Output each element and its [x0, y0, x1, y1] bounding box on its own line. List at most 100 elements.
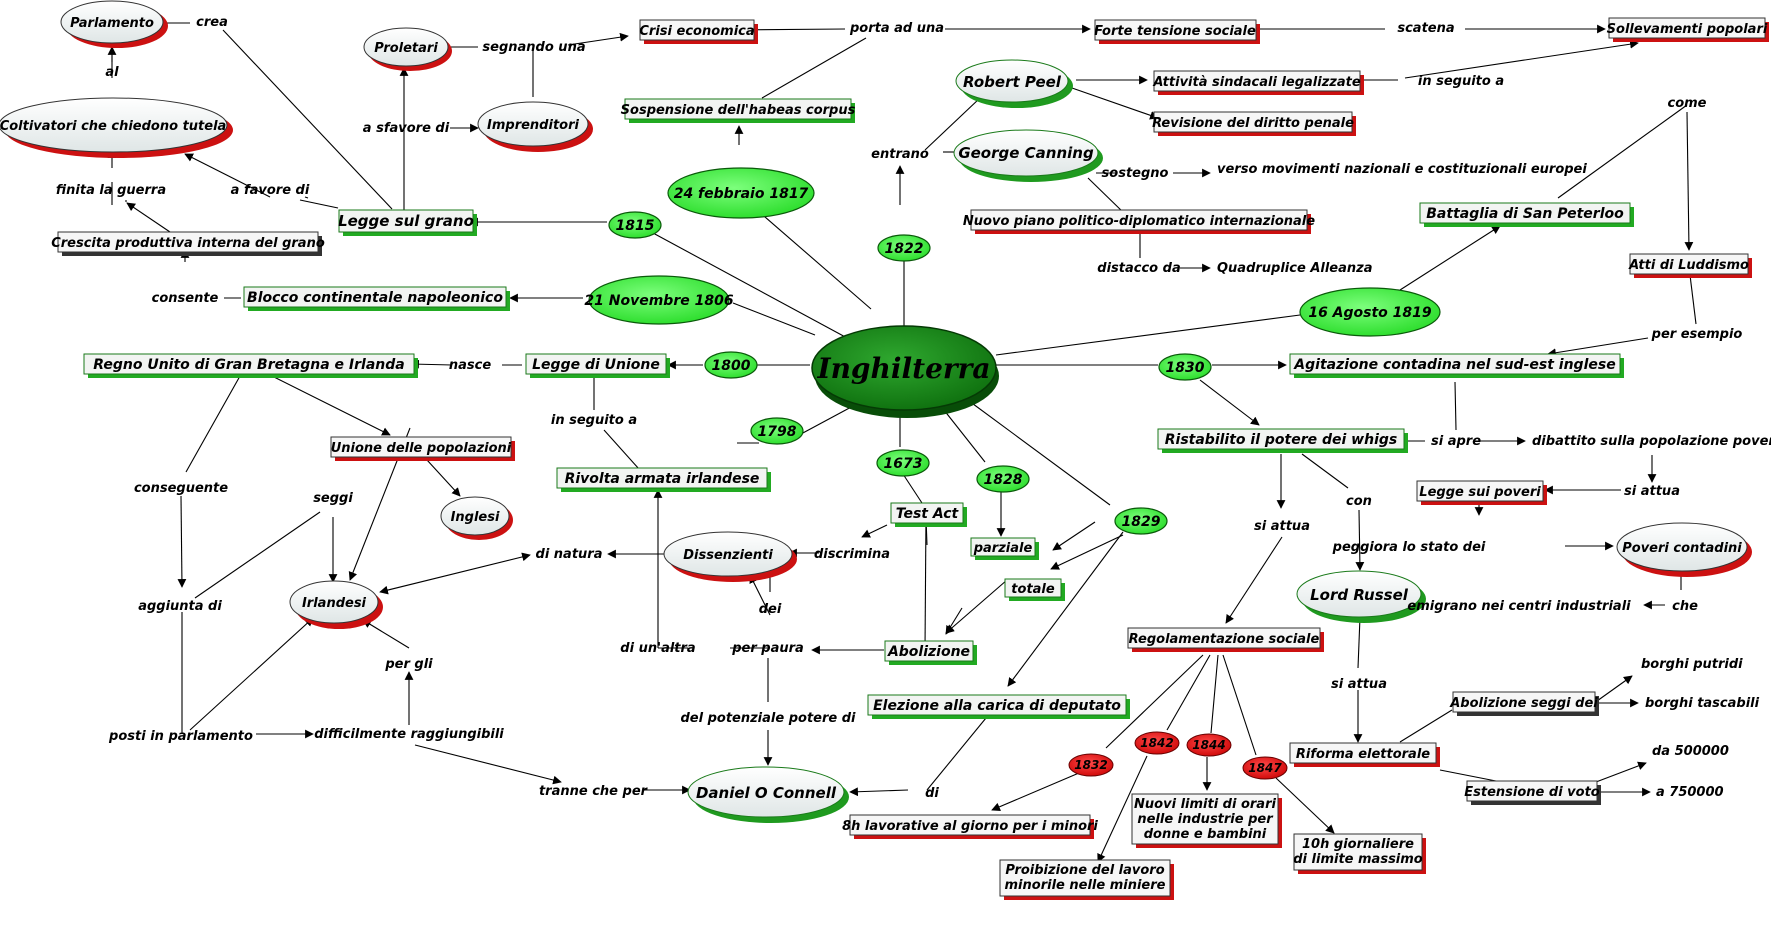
node-imprenditori[interactable]: Imprenditori — [477, 101, 593, 152]
node-8h-label: 8h lavorative al giorno per i minori — [842, 819, 1098, 834]
year-1828[interactable]: 1828 — [976, 465, 1030, 493]
node-proibizione-line2: minorile nelle miniere — [1005, 878, 1166, 893]
node-legge-poveri[interactable]: Legge sui poveri — [1416, 480, 1547, 505]
node-poveri-contadini[interactable]: Poveri contadini — [1616, 522, 1752, 577]
node-sospensione-label: Sospensione dell'habeas corpus — [621, 103, 856, 118]
year-1673[interactable]: 1673 — [876, 449, 930, 477]
node-parlamento[interactable]: Parlamento — [60, 0, 168, 48]
node-legge-grano-label: Legge sul grano — [338, 212, 474, 230]
node-elezione[interactable]: Elezione alla carica di deputato — [867, 694, 1130, 719]
label-al: al — [105, 65, 119, 80]
node-attivita-sindacali[interactable]: Attività sindacali legalizzate — [1152, 70, 1364, 95]
year-1822[interactable]: 1822 — [877, 234, 931, 262]
node-proibizione[interactable]: Proibizione del lavoro minorile nelle mi… — [999, 859, 1174, 900]
node-totale[interactable]: totale — [1004, 578, 1065, 601]
year-1800[interactable]: 1800 — [704, 351, 758, 379]
year-1844-label: 1844 — [1192, 738, 1225, 752]
node-ristabilito-label: Ristabilito il potere dei whigs — [1165, 432, 1397, 448]
node-test-act[interactable]: Test Act — [890, 502, 967, 527]
node-nuovo-piano[interactable]: Nuovo piano politico-diplomatico interna… — [963, 209, 1315, 234]
node-parziale[interactable]: parziale — [970, 537, 1039, 560]
node-crescita[interactable]: Crescita produttiva interna del grano — [51, 231, 325, 256]
node-abolizione[interactable]: Abolizione — [884, 640, 977, 665]
year-1847[interactable]: 1847 — [1242, 756, 1288, 780]
year-1830[interactable]: 1830 — [1158, 353, 1212, 381]
node-atti-luddismo[interactable]: Atti di Luddismo — [1628, 253, 1752, 278]
node-daniel[interactable]: Daniel O Connell — [687, 766, 849, 823]
year-1822-label: 1822 — [885, 241, 924, 257]
node-center[interactable]: Inghilterra — [811, 325, 999, 418]
label-peggiora: peggiora lo stato dei — [1332, 540, 1486, 555]
label-in-seguito-a-1: in seguito a — [1418, 74, 1504, 89]
node-legge-poveri-label: Legge sui poveri — [1419, 485, 1541, 500]
label-a-750000: a 750000 — [1656, 785, 1724, 800]
year-1798[interactable]: 1798 — [750, 417, 804, 445]
link-labels: crea al finita la guerra a favore di a s… — [56, 15, 1771, 801]
year-1800-label: 1800 — [712, 358, 751, 374]
year-1847-label: 1847 — [1248, 761, 1282, 775]
node-battaglia[interactable]: Battaglia di San Peterloo — [1419, 202, 1634, 227]
node-inglesi-label: Inglesi — [451, 510, 500, 525]
node-blocco[interactable]: Blocco continentale napoleonico — [243, 286, 510, 311]
node-totale-label: totale — [1011, 582, 1055, 597]
node-abolizione-seggi-label: Abolizione seggi dei — [1449, 696, 1598, 711]
year-1832[interactable]: 1832 — [1068, 753, 1114, 777]
node-estensione[interactable]: Estensione di voto — [1464, 780, 1601, 805]
node-dissenzienti[interactable]: Dissenzienti — [663, 531, 797, 582]
node-lord-russel[interactable]: Lord Russel — [1296, 570, 1426, 623]
year-1815[interactable]: 1815 — [608, 211, 662, 239]
node-revisione-penale[interactable]: Revisione del diritto penale — [1152, 111, 1356, 136]
node-forte-tensione[interactable]: Forte tensione sociale — [1094, 19, 1260, 44]
label-per-gli: per gli — [384, 657, 433, 672]
node-abolizione-seggi[interactable]: Abolizione seggi dei — [1449, 691, 1599, 716]
node-crescita-label: Crescita produttiva interna del grano — [51, 236, 325, 251]
node-imprenditori-label: Imprenditori — [487, 118, 579, 133]
node-irlandesi[interactable]: Irlandesi — [289, 580, 383, 629]
node-dissenzienti-label: Dissenzienti — [683, 548, 773, 563]
node-proibizione-line1: Proibizione del lavoro — [1005, 863, 1164, 878]
node-agitazione[interactable]: Agitazione contadina nel sud-est inglese — [1289, 353, 1624, 378]
node-rivolta[interactable]: Rivolta armata irlandese — [556, 467, 771, 492]
node-george-canning[interactable]: George Canning — [953, 129, 1103, 182]
node-crisi[interactable]: Crisi economica — [639, 19, 758, 44]
node-proletari[interactable]: Proletari — [363, 27, 452, 71]
label-conseguente: conseguente — [134, 481, 228, 496]
label-segnando-una: segnando una — [482, 40, 585, 55]
year-1817[interactable]: 24 febbraio 1817 — [667, 167, 815, 219]
label-dei: dei — [759, 602, 782, 617]
node-ristabilito[interactable]: Ristabilito il potere dei whigs — [1157, 428, 1408, 453]
node-regolamentazione[interactable]: Regolamentazione sociale — [1127, 627, 1324, 652]
label-discrimina: discrimina — [814, 547, 890, 562]
year-1819[interactable]: 16 Agosto 1819 — [1299, 287, 1441, 337]
label-posti-parlamento: posti in parlamento — [108, 729, 253, 744]
label-nasce: nasce — [449, 358, 491, 373]
node-sollevamenti[interactable]: Sollevamenti popolari — [1607, 17, 1769, 42]
year-1832-label: 1832 — [1074, 758, 1107, 772]
node-nuovi-limiti[interactable]: Nuovi limiti di orari nelle industrie pe… — [1131, 793, 1282, 848]
year-1806[interactable]: 21 Novembre 1806 — [584, 275, 734, 325]
node-unione-popolazioni[interactable]: Unione delle popolazioni — [330, 436, 515, 461]
node-8h[interactable]: 8h lavorative al giorno per i minori — [842, 814, 1098, 839]
node-coltivatori[interactable]: Coltivatori che chiedono tutela — [0, 97, 233, 158]
year-1844[interactable]: 1844 — [1186, 733, 1232, 757]
node-riforma[interactable]: Riforma elettorale — [1289, 742, 1440, 767]
label-a-favore-di: a favore di — [231, 183, 310, 198]
node-crisi-label: Crisi economica — [639, 24, 754, 39]
node-sospensione[interactable]: Sospensione dell'habeas corpus — [621, 98, 856, 123]
year-1673-label: 1673 — [884, 456, 923, 472]
node-regno-unito[interactable]: Regno Unito di Gran Bretagna e Irlanda — [83, 353, 418, 378]
year-1829[interactable]: 1829 — [1114, 507, 1168, 535]
node-inglesi[interactable]: Inglesi — [440, 496, 513, 540]
label-che: che — [1672, 599, 1698, 614]
node-robert-peel[interactable]: Robert Peel — [955, 59, 1073, 108]
node-parziale-label: parziale — [973, 541, 1033, 556]
node-10h[interactable]: 10h giornaliere di limite massimo — [1293, 833, 1426, 874]
node-legge-unione[interactable]: Legge di Unione — [525, 353, 670, 378]
year-1842[interactable]: 1842 — [1134, 731, 1180, 755]
node-agitazione-label: Agitazione contadina nel sud-est inglese — [1293, 357, 1615, 373]
node-legge-grano[interactable]: Legge sul grano — [338, 209, 477, 236]
node-riforma-label: Riforma elettorale — [1296, 747, 1430, 762]
label-borghi-putridi: borghi putridi — [1641, 657, 1743, 672]
node-irlandesi-label: Irlandesi — [302, 596, 367, 611]
